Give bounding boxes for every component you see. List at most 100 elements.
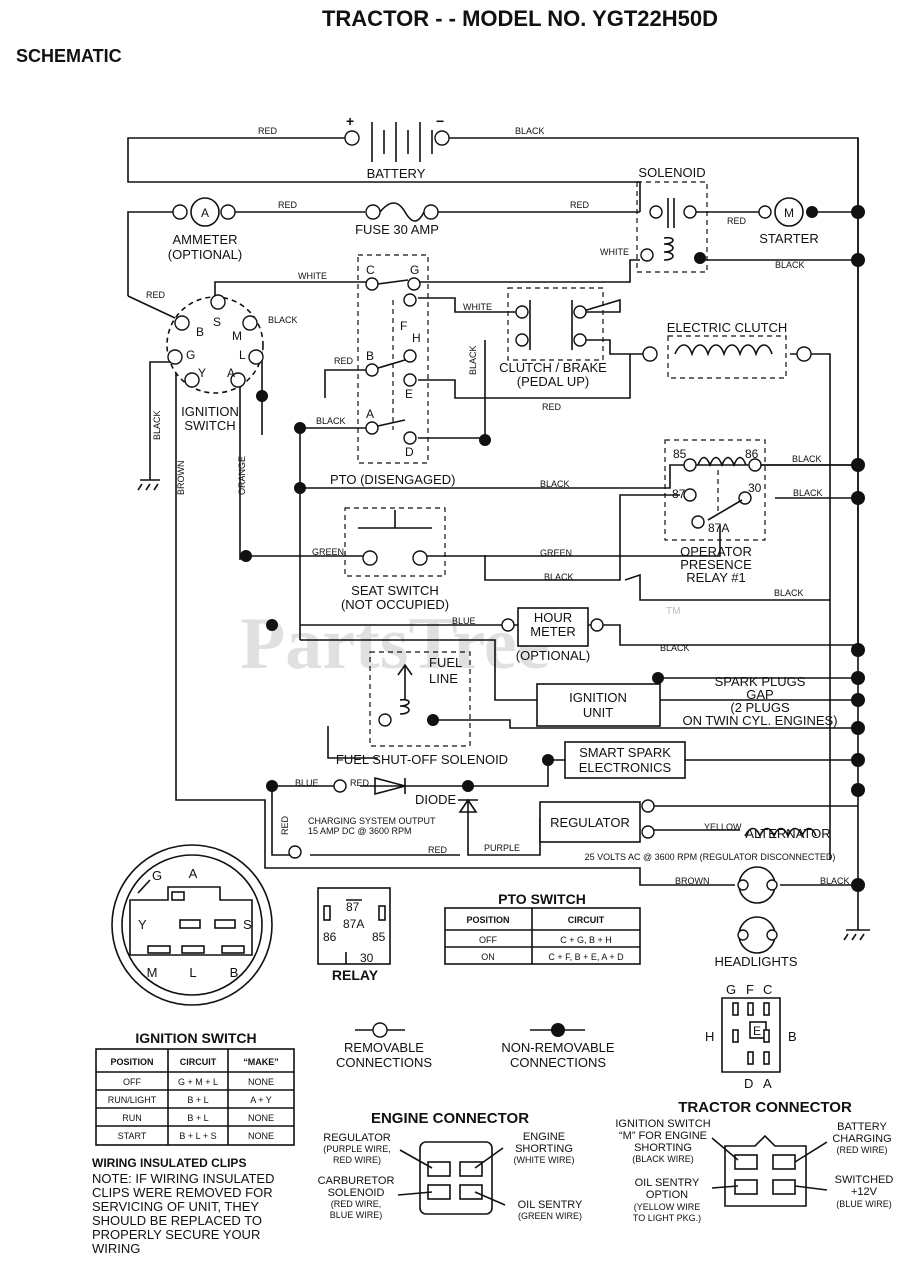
wire-label-red-charging: RED bbox=[280, 815, 290, 835]
wire-label-black-ign: BLACK bbox=[268, 315, 298, 325]
fuse: FUSE 30 AMP bbox=[355, 202, 439, 237]
wire-label-black-pto-line: BLACK bbox=[540, 479, 570, 489]
svg-text:OIL SENTRY: OIL SENTRY bbox=[518, 1199, 583, 1211]
wire-label-white-clutch: WHITE bbox=[463, 302, 492, 312]
wire-label-black-headlights: BLACK bbox=[820, 876, 850, 886]
ignition-switch-label-2: SWITCH bbox=[184, 418, 235, 433]
wire-label-red-battery: RED bbox=[258, 126, 278, 136]
wire-label-brown-headlights: BROWN bbox=[675, 876, 710, 886]
ignition-switch-plug: A G Y S M L B bbox=[111, 844, 273, 1006]
svg-text:NONE: NONE bbox=[248, 1131, 274, 1141]
spark-plugs: SPARK PLUGS GAP (2 PLUGS ON TWIN CYL. EN… bbox=[682, 674, 837, 728]
svg-text:SOLENOID: SOLENOID bbox=[328, 1187, 385, 1199]
svg-text:A: A bbox=[227, 366, 235, 380]
svg-text:B + L: B + L bbox=[187, 1113, 208, 1123]
ammeter: A AMMETER (OPTIONAL) bbox=[168, 197, 242, 262]
ignition-unit-label-2: UNIT bbox=[583, 705, 613, 720]
starter: M STARTER bbox=[758, 197, 819, 246]
wire-label-black-seat: BLACK bbox=[544, 572, 574, 582]
svg-text:L: L bbox=[189, 965, 196, 980]
battery-plus: + bbox=[346, 113, 354, 129]
svg-text:A: A bbox=[201, 206, 209, 220]
svg-text:M: M bbox=[147, 965, 158, 980]
wire-label-blue-diode: BLUE bbox=[295, 778, 319, 788]
hour-meter-label: HOUR bbox=[534, 610, 572, 625]
svg-text:ELECTRONICS: ELECTRONICS bbox=[579, 760, 672, 775]
svg-text:SPARK PLUGS: SPARK PLUGS bbox=[715, 674, 806, 689]
svg-text:(GREEN WIRE): (GREEN WIRE) bbox=[518, 1211, 582, 1221]
diode-label: DIODE bbox=[415, 792, 457, 807]
svg-text:ENGINE CONNECTOR: ENGINE CONNECTOR bbox=[371, 1110, 529, 1127]
page-title: TRACTOR - - MODEL NO. YGT22H50D bbox=[322, 6, 718, 31]
svg-text:SHORTING: SHORTING bbox=[515, 1143, 573, 1155]
battery-label: BATTERY bbox=[367, 166, 426, 181]
wire-label-red-starter: RED bbox=[727, 216, 747, 226]
headlights: HEADLIGHTS bbox=[714, 866, 798, 969]
svg-text:RUN: RUN bbox=[122, 1113, 142, 1123]
pto-connector-pins: G F C H E B D A bbox=[705, 982, 797, 1091]
svg-text:START: START bbox=[118, 1131, 147, 1141]
svg-text:IGNITION SWITCH: IGNITION SWITCH bbox=[615, 1118, 710, 1130]
svg-text:“MAKE”: “MAKE” bbox=[243, 1057, 279, 1067]
svg-text:86: 86 bbox=[745, 447, 759, 461]
svg-text:CLIPS WERE REMOVED FOR: CLIPS WERE REMOVED FOR bbox=[92, 1185, 273, 1200]
wire-label-red-lower: RED bbox=[428, 845, 448, 855]
seat-switch: SEAT SWITCH (NOT OCCUPIED) bbox=[341, 507, 449, 612]
svg-text:POSITION: POSITION bbox=[110, 1057, 153, 1067]
pto-disengaged-label: PTO (DISENGAGED) bbox=[330, 472, 455, 487]
electric-clutch-label: ELECTRIC CLUTCH bbox=[667, 320, 788, 335]
svg-text:85: 85 bbox=[372, 930, 386, 944]
solenoid: SOLENOID bbox=[636, 165, 708, 273]
svg-text:(2 PLUGS: (2 PLUGS bbox=[730, 700, 790, 715]
ignition-switch-label: IGNITION bbox=[181, 404, 239, 419]
battery-minus: − bbox=[436, 113, 444, 129]
regulator: REGULATOR bbox=[539, 799, 655, 843]
svg-text:(RED WIRE,: (RED WIRE, bbox=[331, 1199, 382, 1209]
ignition-table-title: IGNITION SWITCH bbox=[135, 1030, 256, 1046]
svg-text:H: H bbox=[705, 1029, 714, 1044]
svg-text:SWITCHED: SWITCHED bbox=[835, 1174, 894, 1186]
svg-text:87A: 87A bbox=[708, 521, 729, 535]
wire-label-purple: PURPLE bbox=[484, 843, 520, 853]
svg-text:CONNECTIONS: CONNECTIONS bbox=[510, 1055, 606, 1070]
svg-text:(WHITE WIRE): (WHITE WIRE) bbox=[514, 1155, 575, 1165]
watermark-tm: TM bbox=[666, 606, 680, 617]
wire-label-black-hour: BLACK bbox=[660, 643, 690, 653]
svg-text:(BLUE WIRE): (BLUE WIRE) bbox=[836, 1199, 892, 1209]
svg-text:G: G bbox=[410, 263, 419, 277]
svg-text:H: H bbox=[412, 331, 421, 345]
svg-text:WIRING: WIRING bbox=[92, 1241, 140, 1256]
svg-text:(BLACK WIRE): (BLACK WIRE) bbox=[632, 1154, 694, 1164]
page-subtitle: SCHEMATIC bbox=[16, 46, 122, 66]
wire-label-black-relay-low: BLACK bbox=[774, 588, 804, 598]
svg-text:B + L + S: B + L + S bbox=[179, 1131, 216, 1141]
svg-text:M: M bbox=[784, 206, 794, 220]
wire-label-red-fuse: RED bbox=[570, 200, 590, 210]
regulator-label: REGULATOR bbox=[550, 815, 630, 830]
svg-text:B: B bbox=[366, 349, 374, 363]
svg-text:A: A bbox=[189, 866, 198, 881]
svg-text:30: 30 bbox=[360, 951, 374, 965]
ignition-unit-label: IGNITION bbox=[569, 690, 627, 705]
svg-text:GAP: GAP bbox=[746, 687, 773, 702]
svg-text:85: 85 bbox=[673, 447, 687, 461]
electric-clutch: ELECTRIC CLUTCH bbox=[642, 320, 812, 379]
svg-text:B: B bbox=[788, 1029, 797, 1044]
wire-label-blue-hour: BLUE bbox=[452, 616, 476, 626]
svg-text:(RED WIRE): (RED WIRE) bbox=[837, 1145, 888, 1155]
wire-network bbox=[127, 137, 870, 941]
svg-text:C + G, B + H: C + G, B + H bbox=[560, 935, 612, 945]
svg-text:B: B bbox=[230, 965, 239, 980]
svg-text:SHORTING: SHORTING bbox=[634, 1142, 692, 1154]
pto-table-title: PTO SWITCH bbox=[498, 891, 586, 907]
alternator-label: ALTERNATOR bbox=[745, 826, 830, 841]
svg-text:CHARGING: CHARGING bbox=[832, 1133, 891, 1145]
seat-switch-label: SEAT SWITCH bbox=[351, 583, 439, 598]
wire-label-yellow: YELLOW bbox=[704, 822, 742, 832]
svg-text:87: 87 bbox=[672, 487, 686, 501]
wire-label-black-relay-85: BLACK bbox=[792, 454, 822, 464]
svg-text:RUN/LIGHT: RUN/LIGHT bbox=[108, 1095, 157, 1105]
svg-text:30: 30 bbox=[748, 481, 762, 495]
svg-text:SHOULD BE REPLACED TO: SHOULD BE REPLACED TO bbox=[92, 1213, 262, 1228]
